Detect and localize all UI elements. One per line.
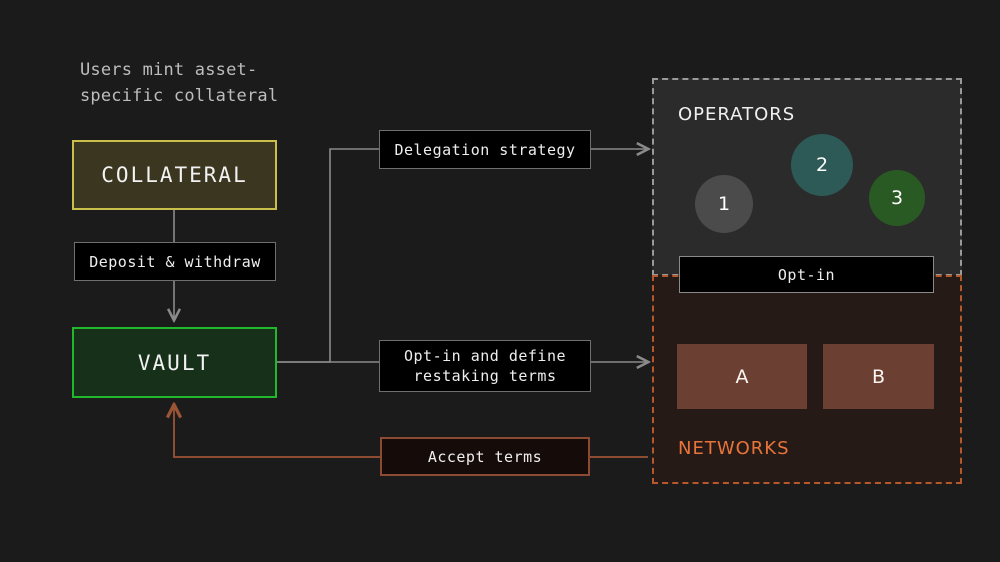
edge-accept-terms-to-vault [174, 405, 648, 458]
operator-circle-1[interactable]: 1 [695, 175, 753, 233]
panel-title-networks: NETWORKS [678, 438, 790, 459]
operator-circle-3[interactable]: 3 [869, 170, 925, 226]
network-box-a[interactable]: A [677, 344, 807, 409]
caption-users-mint: Users mint asset- specific collateral [80, 60, 279, 106]
network-box-b[interactable]: B [823, 344, 934, 409]
edge-label-accept-terms: Accept terms [380, 437, 590, 476]
panel-title-operators: OPERATORS [678, 104, 796, 125]
node-collateral[interactable]: COLLATERAL [72, 140, 277, 210]
operator-circle-2[interactable]: 2 [791, 134, 853, 196]
edge-label-deposit-withdraw: Deposit & withdraw [74, 242, 276, 281]
optin-bar: Opt-in [679, 256, 934, 293]
edge-vault-to-operators [277, 149, 648, 363]
edge-label-optin-and-define-restaking-terms: Opt-in and define restaking terms [379, 340, 591, 392]
node-vault[interactable]: VAULT [72, 327, 277, 398]
edge-label-delegation-strategy: Delegation strategy [379, 130, 591, 169]
